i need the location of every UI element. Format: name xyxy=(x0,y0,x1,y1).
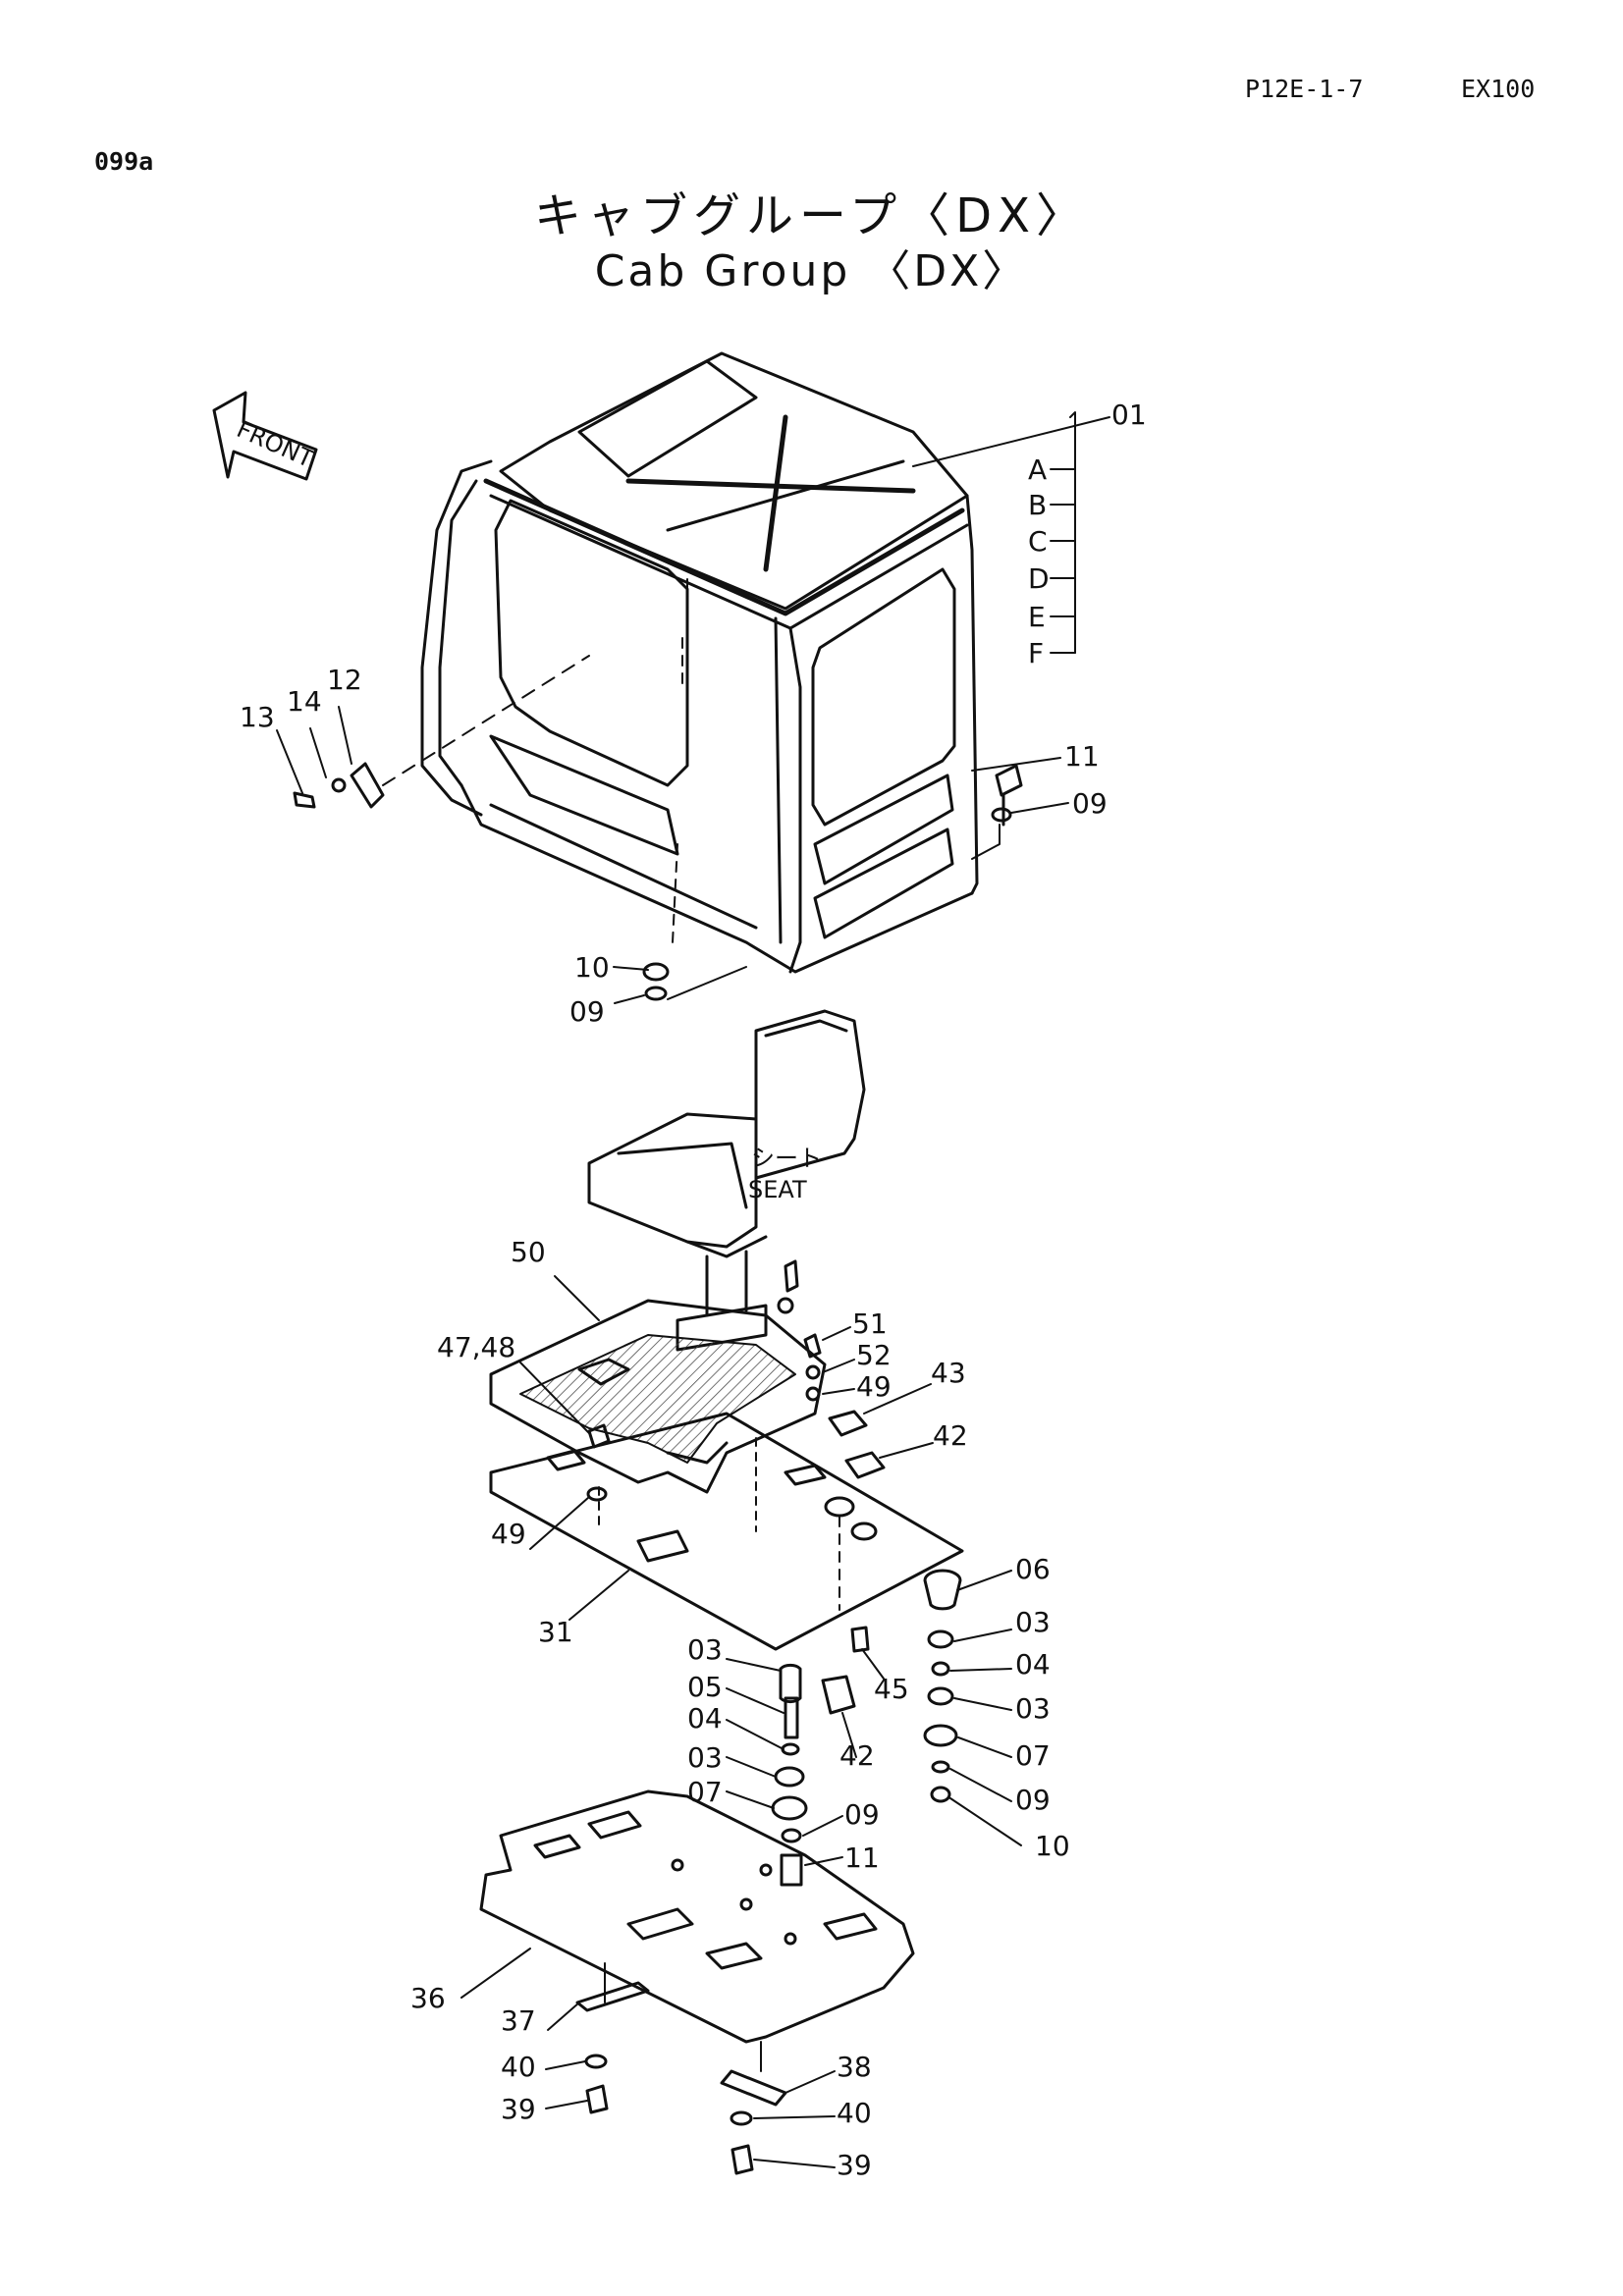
callout-label: 07 xyxy=(687,1776,723,1808)
callout-label: 12 xyxy=(327,664,362,696)
callout-label: 06 xyxy=(1015,1553,1051,1585)
cab-body xyxy=(420,351,979,974)
sub-letter: E xyxy=(1028,601,1046,633)
title-japanese: キャブグループ〈DX〉 xyxy=(534,188,1089,243)
floor-mat xyxy=(489,1299,827,1494)
callout-label: 49 xyxy=(856,1370,892,1403)
seat-label-jp: シート xyxy=(751,1145,822,1172)
model-number: EX100 xyxy=(1461,75,1536,103)
callout-label: 39 xyxy=(837,2149,872,2181)
callout-label: 05 xyxy=(687,1671,723,1703)
callout-label: 51 xyxy=(852,1308,888,1340)
callout-label: 38 xyxy=(837,2051,872,2083)
callout-label: 09 xyxy=(569,995,605,1028)
sub-letter: B xyxy=(1028,489,1047,521)
callout-label: 04 xyxy=(687,1702,723,1735)
front-arrow xyxy=(212,391,318,481)
callout-label: 52 xyxy=(856,1339,892,1371)
sub-letter: A xyxy=(1028,454,1047,486)
callout-label: 14 xyxy=(287,685,322,718)
callout-label: 09 xyxy=(1015,1784,1051,1816)
lower-frame-plate xyxy=(479,1789,915,2044)
callout-label: 39 xyxy=(501,2093,536,2125)
page-id: P12E-1-7 xyxy=(1245,75,1364,103)
cab-floor-plate xyxy=(489,1333,964,1651)
callout-label: 07 xyxy=(1015,1739,1051,1772)
callout-label: 03 xyxy=(687,1741,723,1774)
callout-label: 09 xyxy=(1072,787,1108,820)
sheet-code: 099a xyxy=(94,147,154,176)
callout-label: 49 xyxy=(491,1518,526,1550)
callout-label: 01 xyxy=(1111,399,1147,431)
callout-label: 03 xyxy=(1015,1606,1051,1638)
callout-label: 37 xyxy=(501,2004,536,2037)
callout-label: 13 xyxy=(240,701,275,733)
sub-letter: C xyxy=(1028,525,1048,558)
callout-label: 10 xyxy=(574,951,610,984)
callout-label: 50 xyxy=(511,1236,546,1268)
callout-label: 09 xyxy=(844,1798,880,1831)
callout-label: 03 xyxy=(687,1633,723,1666)
callout-label: 03 xyxy=(1015,1692,1051,1725)
door-striker xyxy=(293,655,590,809)
mount-stack-right xyxy=(923,1569,962,1803)
callout-label: 42 xyxy=(933,1419,968,1452)
callout-label: 31 xyxy=(538,1616,573,1648)
callout-label: 04 xyxy=(1015,1648,1051,1681)
callout-label: 40 xyxy=(837,2097,872,2129)
callout-label: 36 xyxy=(410,1982,446,2014)
seat xyxy=(587,1009,866,1352)
front-label: FRONT xyxy=(233,415,318,473)
title-english: Cab Group 〈DX〉 xyxy=(594,246,1029,296)
seat-label-en: SEAT xyxy=(748,1176,807,1203)
sub-letter: D xyxy=(1028,562,1050,595)
callout-label: 43 xyxy=(931,1357,966,1389)
mount-stack-center xyxy=(771,1626,870,1887)
callout-label: 47,48 xyxy=(437,1331,515,1363)
callout-label: 42 xyxy=(839,1739,875,1772)
callout-label: 11 xyxy=(1064,740,1100,773)
sub-letter: F xyxy=(1028,637,1044,669)
callout-label: 10 xyxy=(1035,1830,1070,1862)
callout-label: 11 xyxy=(844,1842,880,1874)
callout-label: 40 xyxy=(501,2051,536,2083)
callout-label: 45 xyxy=(874,1673,909,1705)
